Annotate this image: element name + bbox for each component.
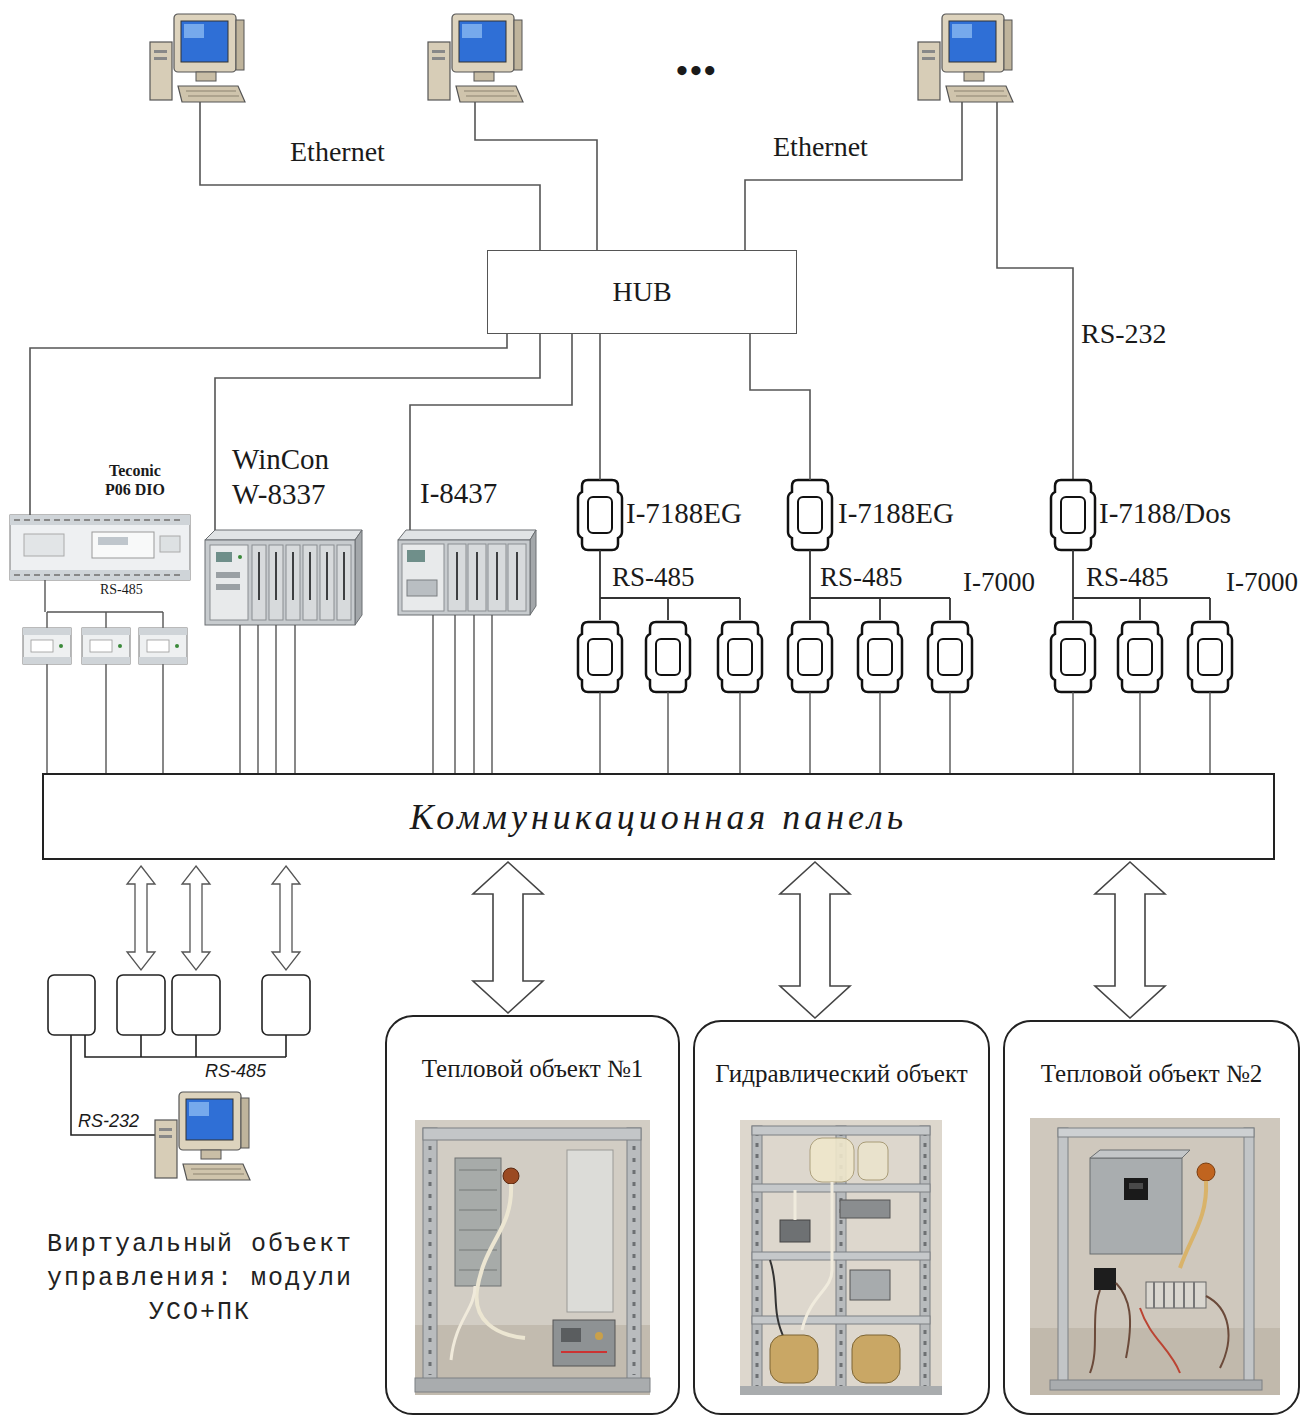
device-name: I-8437: [420, 476, 561, 511]
device-name: I-7188/Dos: [1099, 496, 1143, 531]
label-anchor: I-7000: [963, 567, 1035, 598]
label-anchor: Виртуальный объект управления: модули УС…: [25, 1228, 375, 1329]
bus-label: RS-485: [205, 1061, 266, 1082]
panel-label: Коммуникационная панель: [410, 796, 907, 838]
bus-label: RS-232: [78, 1111, 139, 1132]
connector-line: [410, 334, 572, 530]
connector: [410, 334, 572, 530]
label-anchor: I-7000: [1226, 567, 1298, 598]
connector: [433, 615, 492, 773]
module-series-label: I-7000: [963, 567, 1035, 598]
connector: [600, 334, 601, 480]
label-anchor: RS-485: [612, 562, 695, 593]
connector: [473, 862, 543, 1013]
device-name: WinCon W-8337: [232, 442, 362, 512]
label-anchor: •••: [676, 52, 718, 90]
label-anchor: RS-485: [1086, 562, 1169, 593]
module-series-label: I-7000: [1226, 567, 1298, 598]
double-block-arrow: [1095, 862, 1165, 1018]
label-anchor: RS-232: [78, 1111, 139, 1132]
bus-label: RS-485: [612, 562, 695, 593]
hub-box: HUB: [487, 250, 797, 334]
connector-line: [239, 625, 240, 773]
bus-label: RS-232: [1081, 318, 1167, 350]
bus-label: RS-485: [820, 562, 903, 593]
controller-device: Teconic P06 DIO: [10, 515, 190, 580]
bus-label: RS-485: [1086, 562, 1169, 593]
controller-module: I-7188EG: [788, 480, 832, 550]
label-anchor: RS-485: [820, 562, 903, 593]
connector-line: [473, 615, 474, 773]
device-name: Teconic P06 DIO: [95, 461, 175, 499]
communication-panel: Коммуникационная панель: [42, 773, 1275, 860]
connector-line: [432, 615, 433, 773]
connector: [1095, 862, 1165, 1018]
label-anchor: RS-485: [205, 1061, 266, 1082]
double-block-arrow: [780, 862, 850, 1018]
object-title: Тепловой объект №1: [422, 1055, 644, 1083]
connector-line: [454, 615, 455, 773]
label-anchor: RS-232: [1081, 318, 1167, 350]
controller-module: I-7188/Dos: [1051, 480, 1095, 550]
plant-object-box: Тепловой объект №2: [1003, 1020, 1300, 1415]
label-anchor: RS-485: [100, 582, 143, 598]
controller-module: I-7188EG: [578, 480, 622, 550]
connector: [780, 862, 850, 1018]
connector-line: [491, 615, 492, 773]
virtual-object-note: Виртуальный объект управления: модули УС…: [25, 1228, 375, 1329]
label-anchor: Ethernet: [290, 136, 385, 168]
controller-device: I-8437: [395, 530, 536, 615]
connector-line: [599, 334, 601, 480]
device-name: I-7188EG: [626, 496, 670, 531]
object-title: Гидравлический объект: [715, 1060, 967, 1088]
double-block-arrow: [473, 862, 543, 1013]
connector-line: [294, 625, 295, 773]
hub-label: HUB: [612, 276, 671, 308]
ellipsis-mark: •••: [676, 52, 718, 90]
connector-line: [275, 625, 276, 773]
plant-object-box: Тепловой объект №1: [385, 1015, 680, 1415]
bus-label: RS-485: [100, 582, 143, 598]
object-title: Тепловой объект №2: [1041, 1060, 1263, 1088]
controller-device: WinCon W-8337: [200, 530, 362, 625]
bus-label: Ethernet: [290, 136, 385, 168]
connector-line: [750, 334, 810, 480]
connector-line: [257, 625, 258, 773]
bus-label: Ethernet: [773, 131, 868, 163]
connector: [750, 334, 810, 480]
plant-object-box: Гидравлический объект: [693, 1020, 990, 1415]
device-name: I-7188EG: [838, 496, 882, 531]
label-anchor: Ethernet: [773, 131, 868, 163]
connector: [240, 625, 295, 773]
